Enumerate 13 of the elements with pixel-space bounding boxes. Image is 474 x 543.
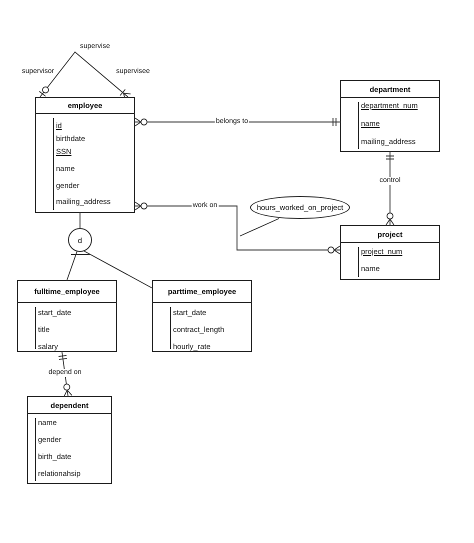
connector-line xyxy=(84,250,152,288)
leader-line xyxy=(240,218,280,236)
relationship-line xyxy=(134,118,340,126)
entity-box xyxy=(35,97,135,213)
entity-box xyxy=(152,280,252,352)
disjoint-circle xyxy=(68,228,92,252)
entity-box xyxy=(17,280,117,352)
connector-line xyxy=(66,251,78,280)
entity-box xyxy=(340,80,440,152)
relationship-line xyxy=(386,152,394,226)
relationship-line xyxy=(134,202,340,254)
entity-box xyxy=(27,396,112,484)
entity-box xyxy=(340,225,440,280)
